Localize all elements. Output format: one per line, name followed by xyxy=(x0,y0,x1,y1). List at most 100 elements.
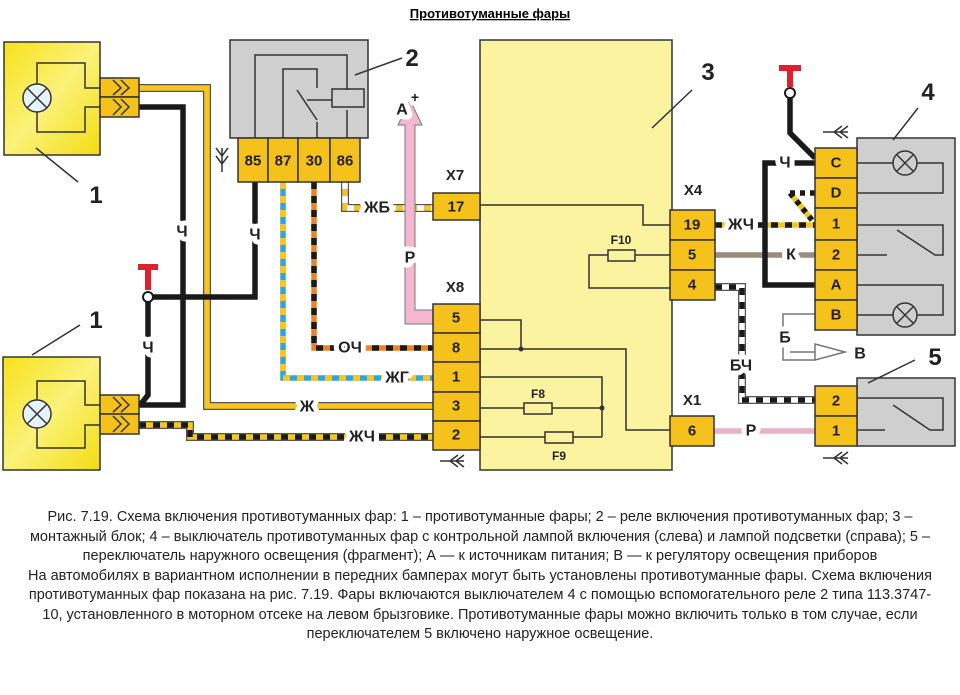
connector-mark-icon xyxy=(440,454,465,468)
relay-coil xyxy=(331,88,365,108)
x7-label: X7 xyxy=(446,167,464,184)
component-number-relay: 2 xyxy=(405,45,418,72)
x8-pin: 5 xyxy=(452,310,460,327)
component-number-lamp: 1 xyxy=(89,307,102,334)
x8-label: X8 xyxy=(446,279,464,296)
caption-legend: Рис. 7.19. Схема включения противотуманн… xyxy=(29,509,931,564)
fog-light-switch xyxy=(814,107,956,336)
junction-dot xyxy=(599,405,605,411)
switch4-pin: A xyxy=(831,277,842,294)
relay-pin: 86 xyxy=(337,153,354,170)
x4-pin: 19 xyxy=(684,217,701,234)
wire-black-ground xyxy=(138,297,151,406)
wire-label: Р xyxy=(746,423,757,440)
x4-pin: 5 xyxy=(688,247,696,264)
ground-icon xyxy=(138,264,158,303)
wire-black-ground-sw xyxy=(787,95,817,160)
caption-description: На автомобилях в вариантном исполнении в… xyxy=(28,567,932,643)
switch4-pin: 2 xyxy=(832,247,840,264)
arrow-to-b-icon xyxy=(790,343,848,361)
switch5-pin: 1 xyxy=(832,423,840,440)
x1-pin: 6 xyxy=(688,423,696,440)
wire-label: Р xyxy=(405,250,416,267)
connector-mark-icon xyxy=(823,125,849,139)
wire-pink-power xyxy=(397,98,434,325)
wire-label: Б xyxy=(779,330,791,347)
connector-x4 xyxy=(669,209,716,301)
power-source-a: A xyxy=(396,102,408,119)
diagram-title: Противотуманные фары xyxy=(410,6,570,21)
switch5-pin: 2 xyxy=(832,393,840,410)
wire-stripe xyxy=(715,284,815,403)
fog-lamp-bottom xyxy=(2,324,140,471)
wire-yellow xyxy=(139,85,433,409)
connector-mark-icon xyxy=(215,147,229,172)
power-plus: + xyxy=(411,89,419,105)
wire-stripe xyxy=(280,182,433,381)
wire-label: ЖБ xyxy=(363,200,390,217)
x4-pin: 4 xyxy=(688,277,697,294)
x1-label: X1 xyxy=(683,392,701,409)
wire-yellow-black-d xyxy=(787,191,815,222)
wire-white-black xyxy=(715,284,815,403)
component-number-switch: 4 xyxy=(921,79,935,106)
wire-black-relay85 xyxy=(148,182,258,300)
relay-pin: 87 xyxy=(275,153,292,170)
wire-label: ЖЧ xyxy=(727,217,754,234)
wire-label: Ч xyxy=(779,155,790,172)
wire-stripe xyxy=(139,422,433,440)
fog-lamp-top xyxy=(3,41,140,183)
wire-black-sw xyxy=(762,160,815,288)
x7-pin: 17 xyxy=(448,199,465,216)
x4-label: X4 xyxy=(684,182,703,199)
wire-label: БЧ xyxy=(730,358,752,375)
wires xyxy=(138,84,817,441)
wiring-diagram: Противотуманные фары xyxy=(2,6,956,471)
wire-black-lamps xyxy=(139,104,186,408)
destination-b: В xyxy=(854,346,866,363)
wire-label: ЖЧ xyxy=(348,429,375,446)
switch4-pin: C xyxy=(831,155,842,172)
fuse-f9 xyxy=(544,431,574,444)
ground-icon xyxy=(779,65,801,99)
wire-label: Ч xyxy=(249,227,260,244)
connector-x7 xyxy=(432,192,481,221)
wire-label: Ч xyxy=(142,340,153,357)
exterior-light-switch xyxy=(814,359,956,465)
wire-label: ЖГ xyxy=(384,370,409,387)
block-internal-wiring xyxy=(480,204,670,438)
junction-dot xyxy=(518,346,524,352)
wire-orange-black xyxy=(311,182,433,351)
figure-caption: Рис. 7.19. Схема включения противотуманн… xyxy=(20,508,940,645)
switch4-pin: D xyxy=(831,185,842,202)
wire-label: ОЧ xyxy=(338,340,362,357)
wire-label: К xyxy=(786,247,796,264)
relay xyxy=(215,39,403,183)
connector-x8 xyxy=(432,303,481,468)
fuse-label: F9 xyxy=(552,449,566,463)
fuse-f10 xyxy=(607,249,636,262)
relay-pin: 30 xyxy=(306,153,323,170)
switch4-pin: 1 xyxy=(832,216,840,233)
x8-pin: 1 xyxy=(452,369,460,386)
connector-x1 xyxy=(669,415,715,447)
fuse-label: F8 xyxy=(531,387,545,401)
leader-line xyxy=(651,89,693,129)
x8-pin: 3 xyxy=(452,398,460,415)
connector-mark-icon xyxy=(823,451,849,465)
switch4-pin: B xyxy=(831,307,842,324)
fuse-label: F10 xyxy=(611,233,632,247)
wire-label: Ч xyxy=(176,224,187,241)
x8-pin: 8 xyxy=(452,340,460,357)
wire-white xyxy=(782,313,815,361)
component-number-block: 3 xyxy=(701,59,714,86)
relay-pin: 85 xyxy=(245,153,262,170)
wire-stripe xyxy=(787,190,815,222)
wire-label: Ж xyxy=(299,399,315,416)
wire-outline xyxy=(715,283,815,404)
component-number-light-switch: 5 xyxy=(928,344,941,371)
fuse-f8 xyxy=(523,402,553,415)
backlight-lamp-icon xyxy=(892,302,918,328)
x8-pin: 2 xyxy=(452,427,460,444)
